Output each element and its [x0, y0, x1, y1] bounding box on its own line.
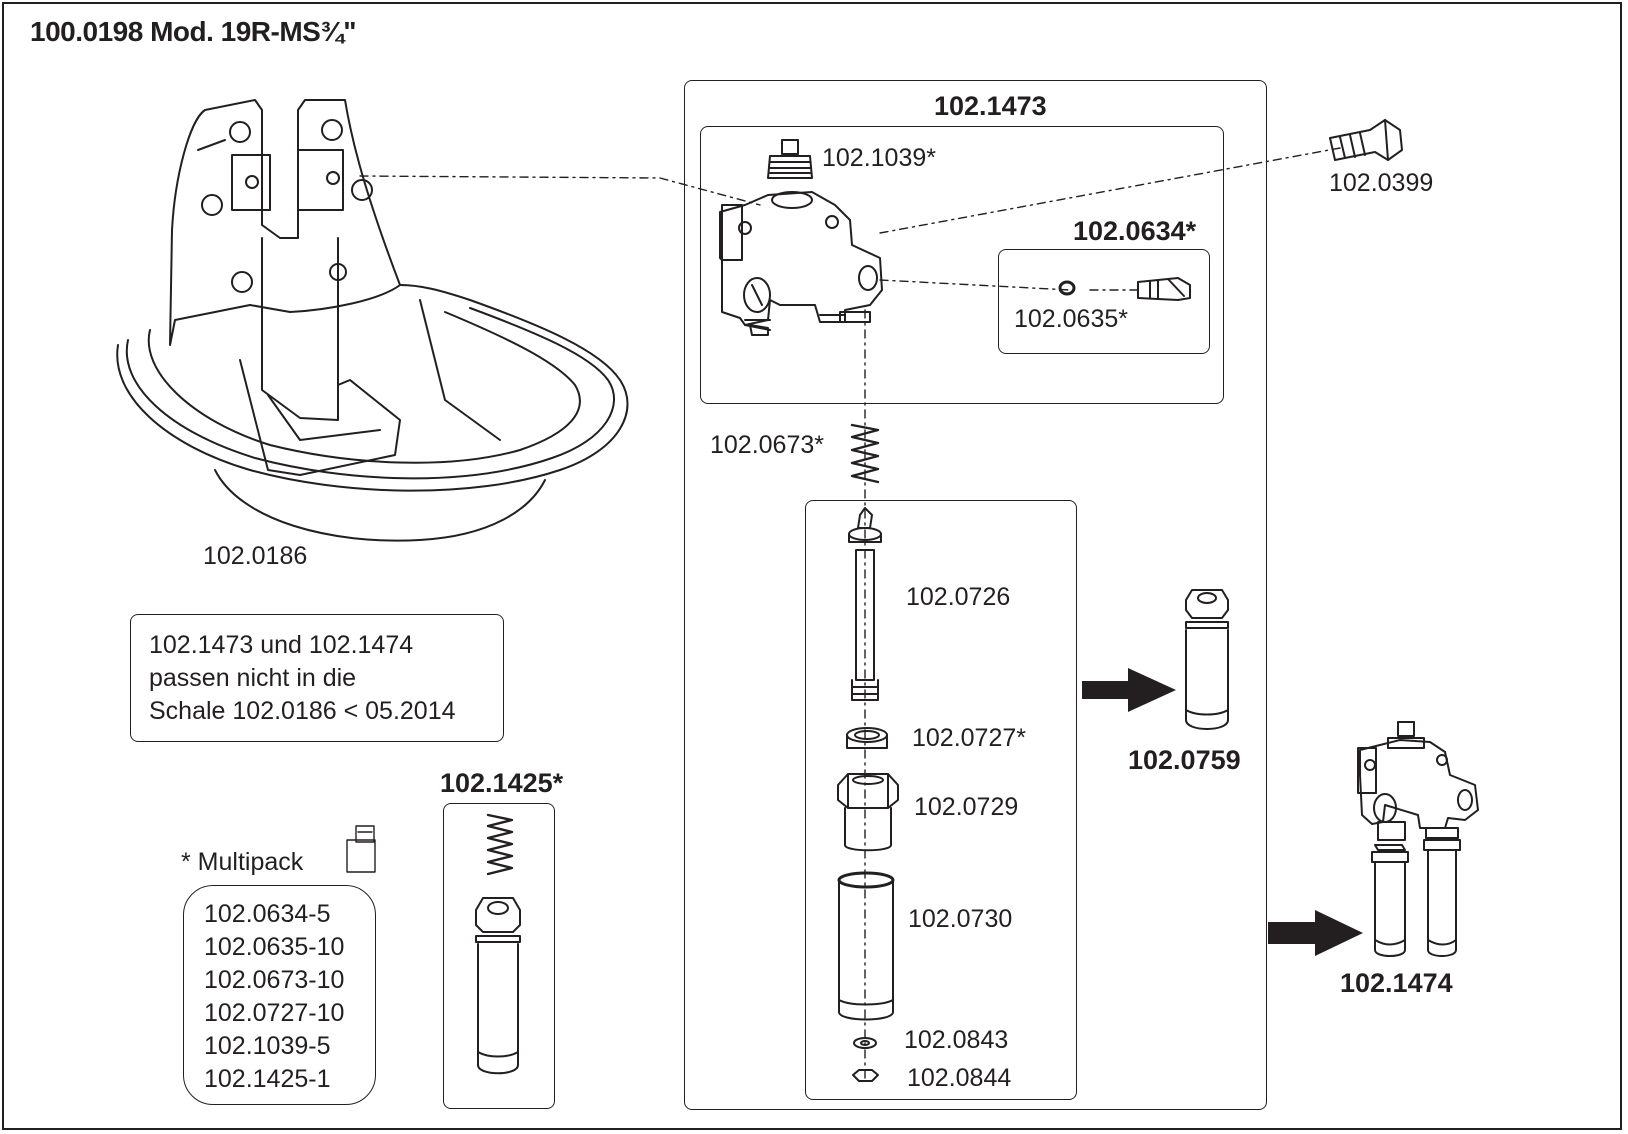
full-assembly-drawing	[1357, 721, 1479, 957]
label-sleeve: 102.0730	[908, 905, 1013, 933]
list-item: 102.0635-10	[204, 933, 345, 961]
label-hexnut: 102.0844	[907, 1064, 1012, 1092]
label-spring: 102.0673*	[710, 431, 825, 459]
label-valve-assembly: 102.1473	[934, 91, 1047, 121]
arrow-to-sleeve-set	[1082, 668, 1176, 712]
ring-drawing	[846, 727, 888, 749]
label-ring: 102.0727*	[912, 724, 1027, 752]
list-item: 102.1039-5	[204, 1032, 331, 1060]
label-washer: 102.0843	[904, 1026, 1009, 1054]
pin-drawing	[848, 507, 882, 701]
label-oring: 102.0635*	[1014, 305, 1129, 333]
note-line: 102.1473 und 102.1474	[149, 631, 414, 659]
note-line: Schale 102.0186 < 05.2014	[149, 697, 456, 725]
valve-pin-set-box	[998, 249, 1210, 354]
kit-102-1425-box	[443, 803, 555, 1109]
valve-body-group-box	[700, 126, 1224, 404]
pin-group-box	[805, 500, 1077, 1100]
sleeve-set-drawing	[1185, 589, 1229, 730]
label-nut: 102.0729	[914, 793, 1019, 821]
label-set: 102.0634*	[1073, 216, 1197, 246]
hex-nut-drawing	[852, 1069, 879, 1082]
label-plug: 102.1039*	[822, 144, 937, 172]
bowl-drawing	[116, 99, 629, 542]
compatibility-note: 102.1473 und 102.1474 passen nicht in di…	[130, 614, 504, 742]
multipack-heading: * Multipack	[181, 848, 304, 876]
arrow-to-full-assembly	[1268, 910, 1363, 956]
list-item: 102.1425-1	[204, 1065, 331, 1093]
washer-drawing	[853, 1037, 877, 1049]
valve-pin-set-drawing	[1058, 277, 1191, 301]
label-pin: 102.0726	[906, 583, 1011, 611]
note-line: passen nicht in die	[149, 664, 357, 692]
spring-drawing	[850, 423, 880, 484]
multipack-list: 102.0634-5 102.0635-10 102.0673-10 102.0…	[183, 885, 376, 1105]
assembly-102-1473-box	[684, 80, 1267, 1110]
label-bowl: 102.0186	[203, 542, 308, 570]
list-item: 102.0673-10	[204, 966, 345, 994]
valve-body-drawing	[719, 191, 883, 336]
sleeve-drawing	[837, 871, 895, 1021]
plug-drawing	[767, 139, 813, 179]
list-item: 102.0727-10	[204, 999, 345, 1027]
label-bolt: 102.0399	[1329, 169, 1434, 197]
nut-drawing	[837, 773, 899, 852]
multipack-icon	[346, 825, 376, 873]
list-item: 102.0634-5	[204, 900, 331, 928]
label-full-assembly: 102.1474	[1340, 968, 1453, 998]
page-title: 100.0198 Mod. 19R-MS¾"	[30, 16, 356, 47]
kit-drawing	[475, 813, 521, 1075]
label-kit: 102.1425*	[440, 768, 564, 798]
bolt-drawing	[1329, 119, 1403, 161]
label-sleeve-set: 102.0759	[1128, 745, 1241, 775]
